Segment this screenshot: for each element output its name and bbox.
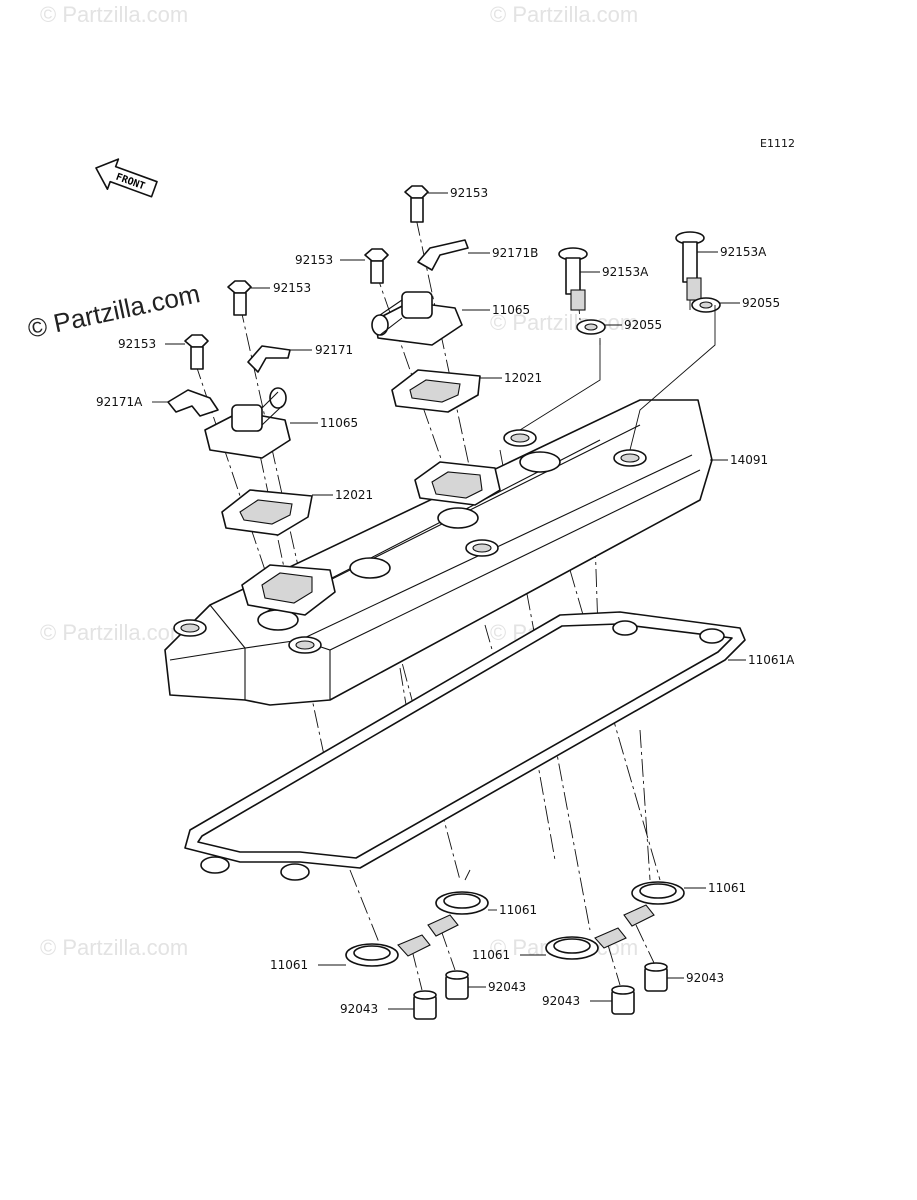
callout-92153: 92153 <box>118 337 156 351</box>
collar-92043-a <box>413 990 437 1020</box>
seal-11061-a <box>345 934 431 967</box>
callout-92055: 92055 <box>742 296 780 310</box>
clamp-92171B <box>417 239 469 271</box>
callout-92055: 92055 <box>624 318 662 332</box>
callout-11061: 11061 <box>472 948 510 962</box>
callout-92043: 92043 <box>340 1002 378 1016</box>
bolt-92153-left-upper <box>227 280 252 316</box>
clamp-92171 <box>247 345 291 373</box>
watermark: © Partzilla.com <box>490 2 638 27</box>
washer-92055-right <box>691 297 721 313</box>
reed-valve-left <box>221 489 313 536</box>
bolt-92153A-left <box>558 247 588 311</box>
bolt-92153-top <box>404 185 429 223</box>
callout-11061: 11061 <box>708 881 746 895</box>
cylinder-head-cover <box>164 399 713 706</box>
callout-11061: 11061 <box>270 958 308 972</box>
callout-11065: 11065 <box>320 416 358 430</box>
watermark: © Partzilla.com <box>40 620 188 645</box>
callout-14091: 14091 <box>730 453 768 467</box>
watermark: © Partzilla.com <box>490 310 638 335</box>
collar-92043-d <box>644 962 668 992</box>
callout-12021: 12021 <box>335 488 373 502</box>
bolt-92153A-right <box>675 231 705 301</box>
callout-92171: 92171 <box>315 343 353 357</box>
callout-92171A: 92171A <box>96 395 143 409</box>
seal-11061-b <box>427 891 489 937</box>
leader-lines <box>152 192 746 1010</box>
callout-11065: 11065 <box>492 303 530 317</box>
clamp-92171A <box>167 389 219 417</box>
diagram-code: E1112 <box>760 137 795 150</box>
bolt-92153-mid <box>364 248 389 284</box>
reed-valve-cover-right <box>371 291 463 346</box>
callout-92043: 92043 <box>686 971 724 985</box>
callout-92153: 92153 <box>273 281 311 295</box>
watermark: © Partzilla.com <box>40 2 188 27</box>
collar-92043-c <box>611 985 635 1015</box>
callout-92043: 92043 <box>488 980 526 994</box>
callout-11061A: 11061A <box>748 653 795 667</box>
head-cover-gasket <box>184 611 746 881</box>
callout-92153: 92153 <box>450 186 488 200</box>
callout-12021: 12021 <box>504 371 542 385</box>
watermark: © Partzilla.com <box>40 935 188 960</box>
partzilla-watermark: © Partzilla.com <box>25 278 203 344</box>
callout-92171B: 92171B <box>492 246 538 260</box>
washer-92055-left <box>576 319 606 335</box>
callout-92043: 92043 <box>542 994 580 1008</box>
reed-valve-right <box>391 369 481 413</box>
front-arrow-icon: FRONT <box>95 158 158 198</box>
callout-92153A: 92153A <box>602 265 649 279</box>
bolt-92153-left <box>184 334 209 370</box>
callout-92153: 92153 <box>295 253 333 267</box>
callout-labels: 92153 92153 92153 92153 92171B 92171 921… <box>96 186 795 1016</box>
callout-11061: 11061 <box>499 903 537 917</box>
seal-11061-d <box>623 881 685 927</box>
collar-92043-b <box>445 970 469 1000</box>
seal-11061-c <box>545 927 627 960</box>
reed-valve-cover-left <box>204 387 291 459</box>
callout-92153A: 92153A <box>720 245 767 259</box>
